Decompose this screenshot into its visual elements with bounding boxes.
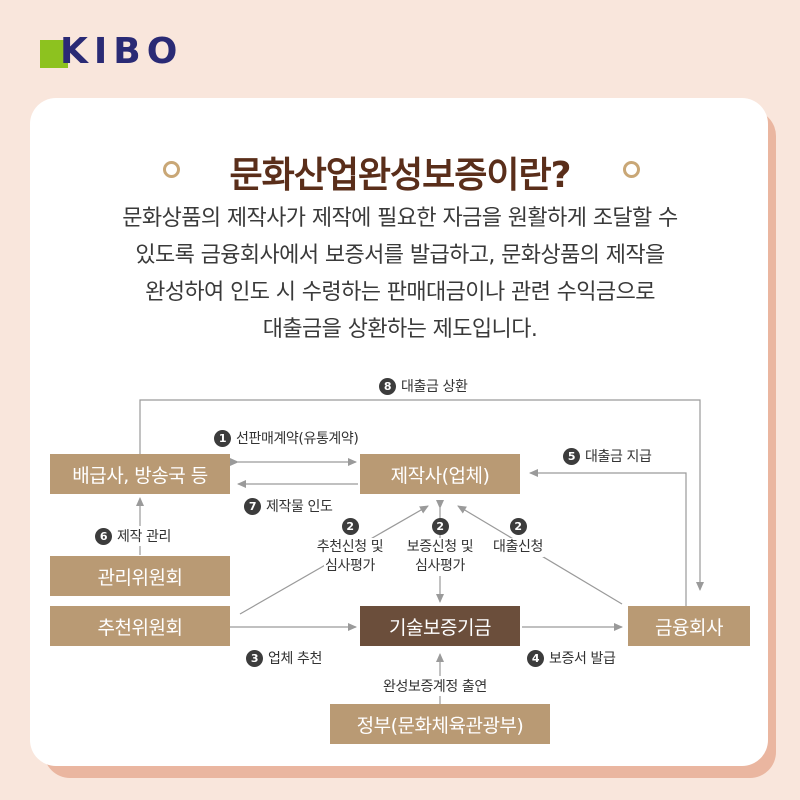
- step-2c-label: 2 대출신청: [478, 518, 558, 557]
- management-committee-box: 관리위원회: [50, 556, 230, 596]
- step-text: 대출금 상환: [401, 379, 468, 395]
- content-card: [30, 98, 768, 766]
- government-box: 정부(문화체육관광부): [330, 704, 550, 744]
- title-wrap: 문화산업완성보증이란?: [0, 146, 800, 198]
- step-2b-label: 2 보증신청 및 심사평가: [395, 518, 485, 576]
- step-text: 보증서 발급: [549, 651, 616, 667]
- step-text-line: 대출신청: [492, 538, 544, 557]
- step-number-badge: 2: [341, 518, 359, 535]
- step-text: 업체 추천: [268, 651, 322, 667]
- step-text-line: 심사평가: [324, 557, 376, 576]
- kibo-logo: KIBO: [40, 32, 177, 72]
- description-line: 대출금을 상환하는 제도입니다.: [262, 317, 538, 342]
- step-text: 선판매계약(유통계약): [236, 431, 359, 447]
- distributor-box: 배급사, 방송국 등: [50, 454, 230, 494]
- step-2a-label: 2 추천신청 및 심사평가: [305, 518, 395, 576]
- step-5-label: 5 대출금 지급: [563, 446, 652, 466]
- title-ring-left-icon: [163, 161, 180, 178]
- description: 문화상품의 제작사가 제작에 필요한 자금을 원활하게 조달할 수 있도록 금융…: [40, 200, 760, 348]
- step-number-badge: 2: [431, 518, 449, 535]
- arrow-loan-payment: [529, 469, 687, 612]
- logo-text: KIBO: [60, 31, 184, 72]
- step-number-badge: 2: [509, 518, 527, 535]
- step-3-label: 3 업체 추천: [246, 648, 322, 668]
- step-number-badge: 8: [379, 377, 396, 395]
- gov-contribution-label: 완성보증계정 출연: [380, 676, 490, 696]
- step-text: 완성보증계정 출연: [383, 679, 487, 695]
- step-text: 제작 관리: [117, 529, 171, 545]
- step-text: 대출금 지급: [585, 449, 652, 465]
- step-1-label: 1 선판매계약(유통계약): [214, 428, 359, 448]
- step-text-line: 보증신청 및: [405, 538, 475, 557]
- step-number-badge: 7: [244, 497, 261, 515]
- arrow-repayment: [139, 399, 704, 591]
- page-title: 문화산업완성보증이란?: [229, 155, 571, 196]
- step-text-line: 추천신청 및: [315, 538, 385, 557]
- step-number-badge: 3: [246, 649, 263, 667]
- recommendation-committee-box: 추천위원회: [50, 606, 230, 646]
- title-ring-right-icon: [623, 161, 640, 178]
- description-line: 있도록 금융회사에서 보증서를 발급하고, 문화상품의 제작을: [135, 243, 665, 268]
- step-6-label: 6 제작 관리: [92, 526, 174, 546]
- description-line: 문화상품의 제작사가 제작에 필요한 자금을 원활하게 조달할 수: [122, 206, 678, 231]
- description-line: 완성하여 인도 시 수령하는 판매대금이나 관련 수익금으로: [145, 280, 655, 305]
- step-number-badge: 5: [563, 447, 580, 465]
- kibo-box: 기술보증기금: [360, 606, 520, 646]
- step-number-badge: 4: [527, 649, 544, 667]
- step-8-label: 8 대출금 상환: [375, 376, 472, 396]
- step-text: 제작물 인도: [266, 499, 333, 515]
- step-4-label: 4 보증서 발급: [527, 648, 616, 668]
- step-number-badge: 6: [95, 527, 112, 545]
- step-number-badge: 1: [214, 429, 231, 447]
- step-text-line: 심사평가: [414, 557, 466, 576]
- producer-box: 제작사(업체): [360, 454, 520, 494]
- step-7-label: 7 제작물 인도: [244, 496, 333, 516]
- logo-mark: [40, 40, 68, 68]
- financial-company-box: 금융회사: [628, 606, 750, 646]
